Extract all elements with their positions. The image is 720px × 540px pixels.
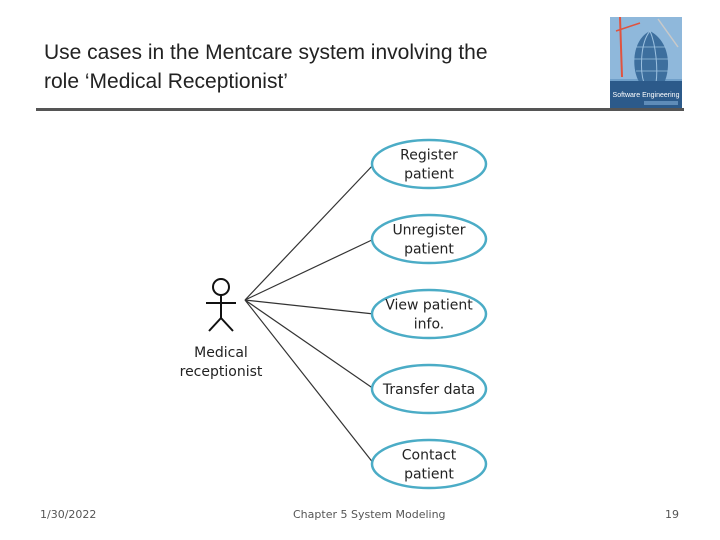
use-case-ellipse-1 xyxy=(370,138,488,190)
footer-page-number: 19 xyxy=(665,508,679,521)
use-case-label-1-line-2: patient xyxy=(404,167,454,183)
use-case-label-5-line-2: patient xyxy=(404,467,454,483)
use-case-2: Unregister patient xyxy=(370,213,488,265)
actor-label-line-1: Medical xyxy=(194,345,248,361)
association-line-5 xyxy=(244,299,375,465)
use-case-ellipse-3 xyxy=(370,288,488,340)
association-line-3 xyxy=(244,299,375,315)
stick-figure-icon xyxy=(206,278,236,332)
use-case-label-2-line-2: patient xyxy=(404,242,454,258)
cover-title: Software Engineering xyxy=(613,92,680,99)
use-case-ellipse-5 xyxy=(370,438,488,490)
association-line-4 xyxy=(244,299,375,390)
slide-title: Use cases in the Mentcare system involvi… xyxy=(44,38,604,96)
use-case-label-5-line-1: Contact xyxy=(402,448,457,464)
actor-figure: Medical receptionist xyxy=(180,278,263,380)
use-case-label-4-line-1: Transfer data xyxy=(382,382,475,398)
use-case-4: Transfer data xyxy=(370,363,488,415)
slide-title-line-2: role ‘Medical Receptionist’ xyxy=(44,70,288,93)
book-cover-illustration: Software Engineering xyxy=(610,17,682,109)
actor-label-line-2: receptionist xyxy=(180,364,263,380)
use-case-label-3-line-2: info. xyxy=(414,317,444,333)
use-case-ellipse-4 xyxy=(370,363,488,415)
association-lines xyxy=(244,163,375,465)
use-case-5: Contact patient xyxy=(370,438,488,490)
use-case-label-1-line-1: Register xyxy=(400,148,458,164)
slide-title-line-1: Use cases in the Mentcare system involvi… xyxy=(44,41,488,64)
use-case-3: View patient info. xyxy=(370,288,488,340)
association-line-2 xyxy=(244,238,375,301)
use-case-label-3-line-1: View patient xyxy=(385,298,473,314)
use-case-ellipse-2 xyxy=(370,213,488,265)
book-cover-image: Software Engineering xyxy=(610,17,682,109)
use-case-1: Register patient xyxy=(370,138,488,190)
footer-chapter: Chapter 5 System Modeling xyxy=(293,508,446,521)
footer-date: 1/30/2022 xyxy=(40,508,97,521)
title-divider xyxy=(36,108,684,111)
association-line-1 xyxy=(244,163,375,301)
use-case-label-2-line-1: Unregister xyxy=(392,223,465,239)
